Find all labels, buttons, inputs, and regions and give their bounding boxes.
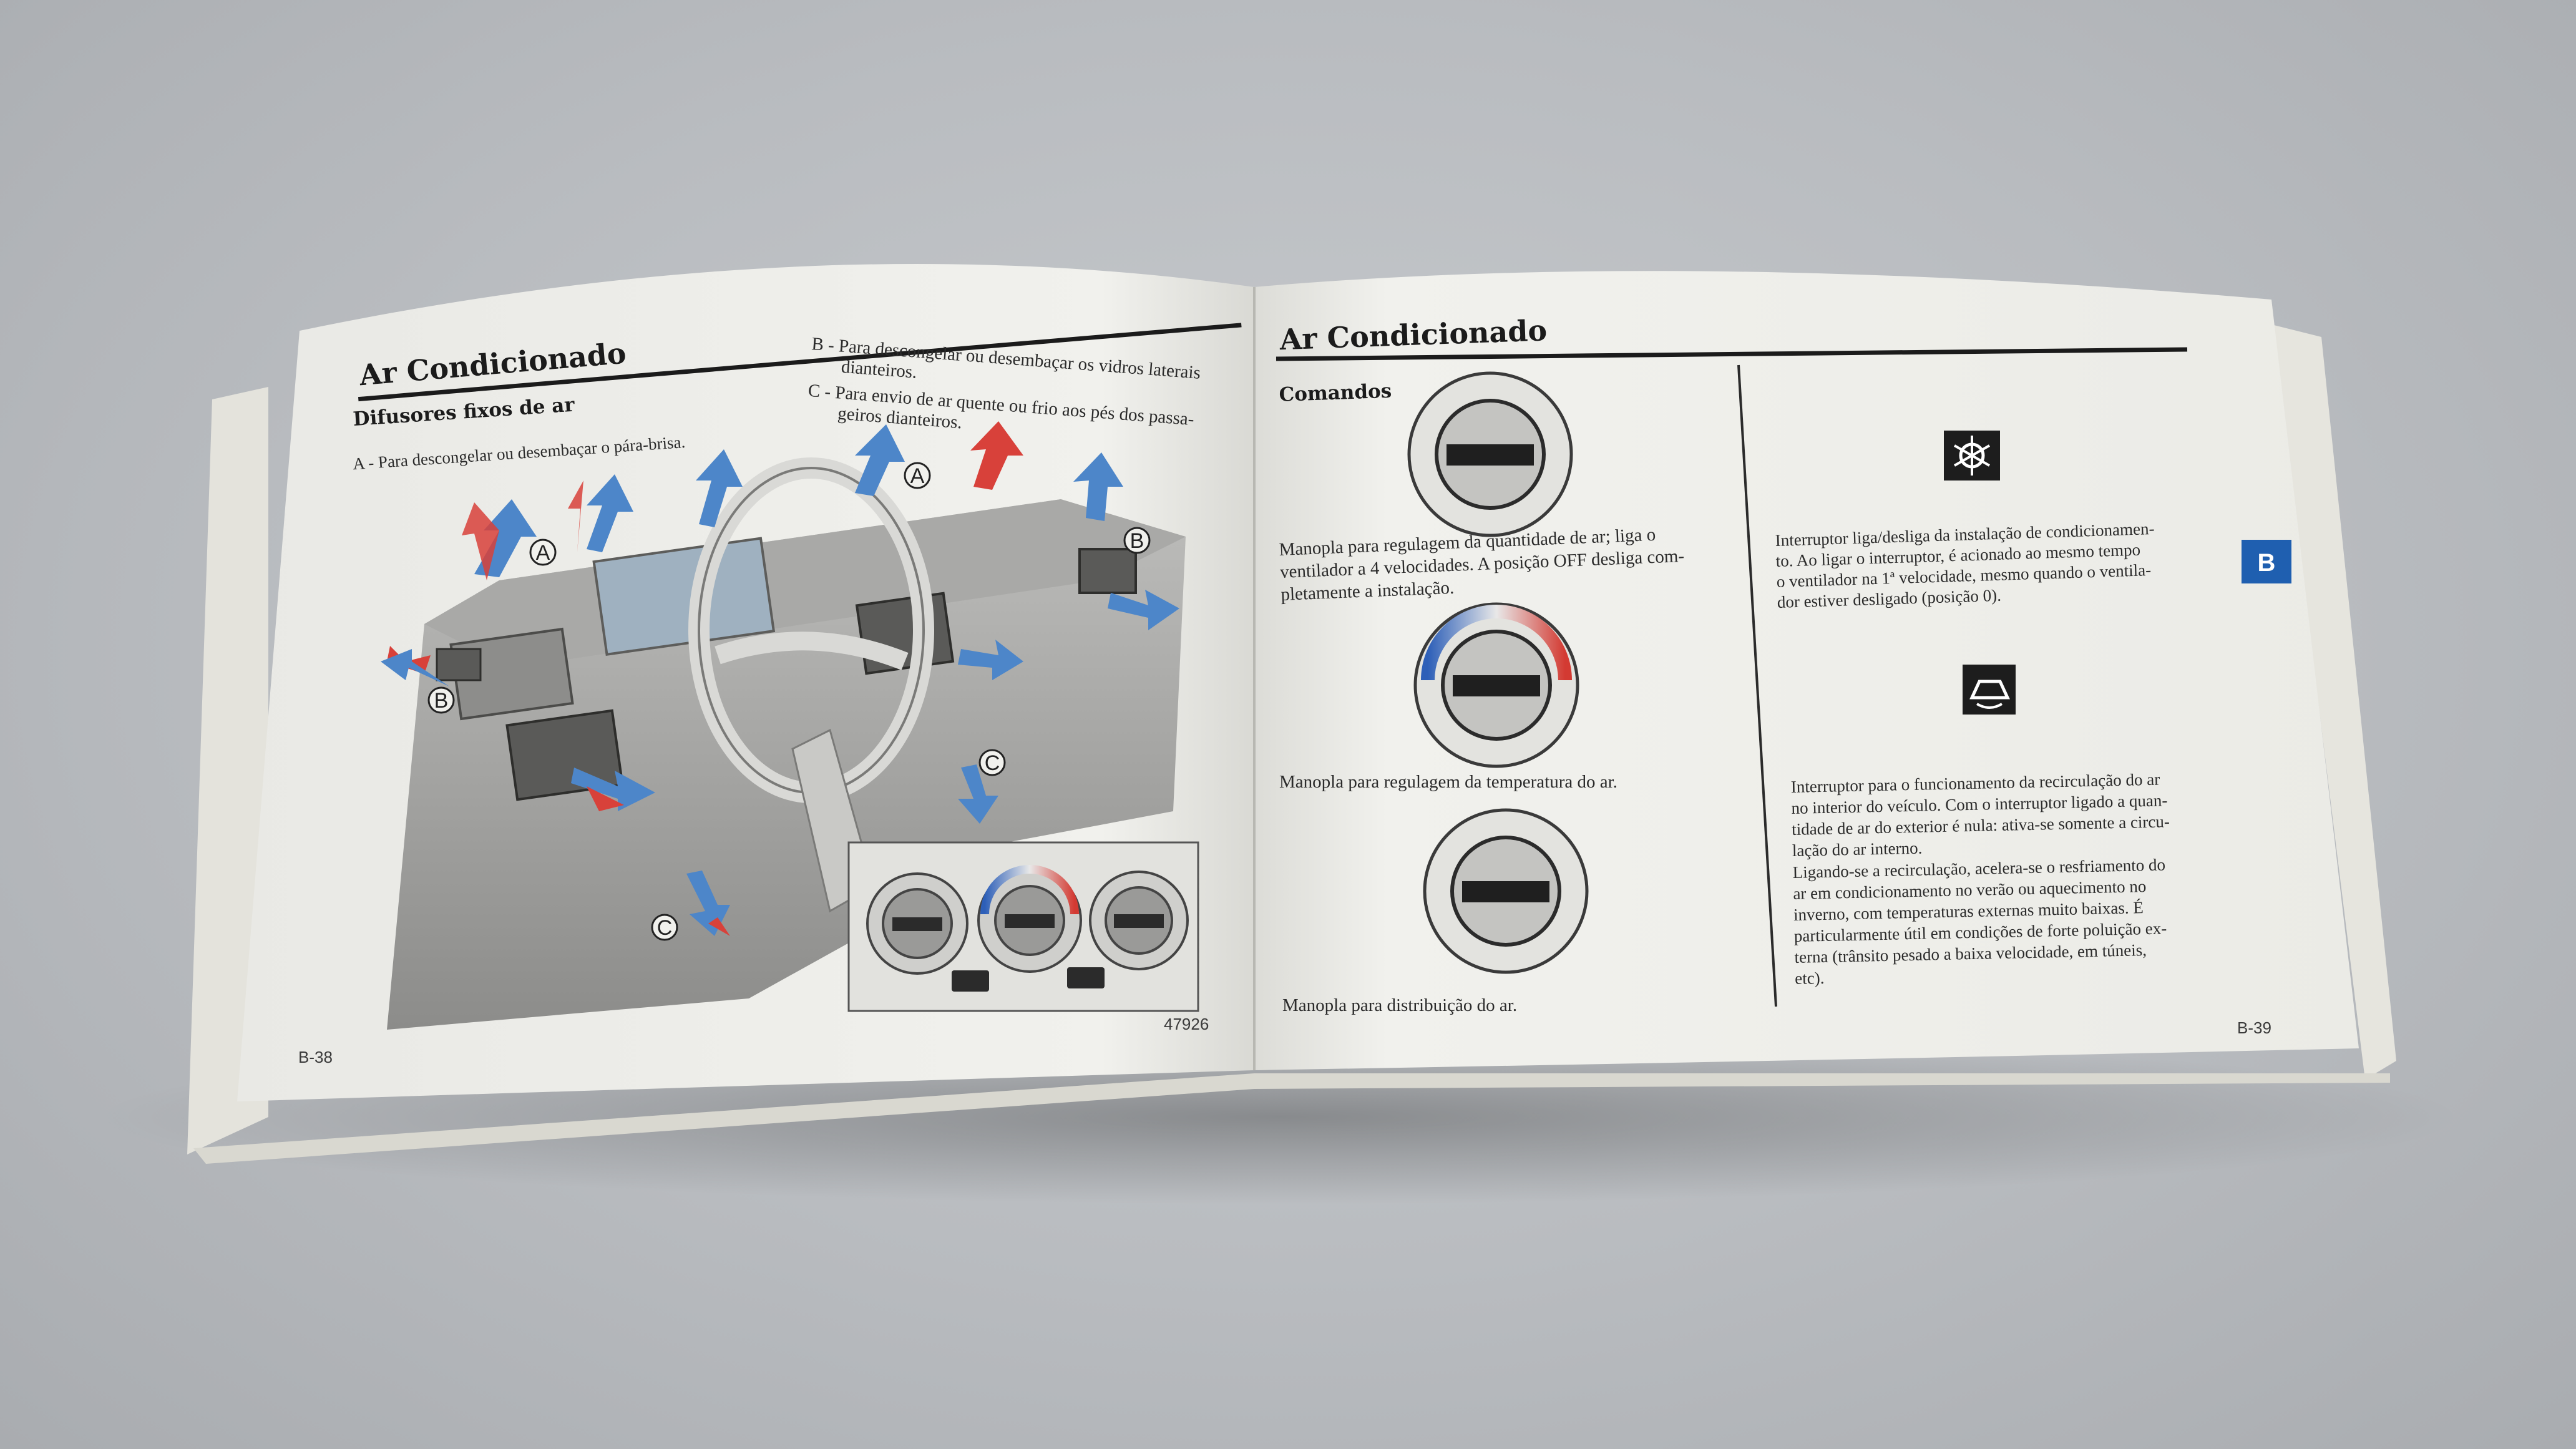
cover-edge — [193, 1073, 2390, 1164]
callout-c-bottom: C — [651, 914, 678, 941]
distribution-knob — [1423, 808, 1589, 974]
fan-speed-knob — [1407, 371, 1573, 537]
side-vent-right — [1078, 548, 1137, 594]
recirc-line4: lação do ar interno. — [1792, 839, 1923, 860]
svg-text:C: C — [985, 751, 1000, 775]
knob2-caption: Manopla para regulagem da temperatura do… — [1279, 772, 1617, 792]
callout-a-left: A — [529, 539, 557, 566]
recirculation-icon — [1963, 665, 2016, 715]
left-page-stack — [187, 387, 268, 1154]
inset-knob-distribution — [1089, 871, 1189, 970]
knob3-caption: Manopla para distribuição do ar. — [1282, 995, 1517, 1015]
snowflake-icon — [1944, 431, 2000, 481]
recirc-line10: etc). — [1795, 968, 1825, 988]
callout-b-right: B — [1123, 527, 1151, 554]
control-panel-inset — [847, 841, 1199, 1012]
temperature-knob — [1413, 602, 1579, 768]
svg-text:B: B — [1130, 529, 1144, 553]
column-divider — [1737, 364, 1777, 1007]
figure-number: 47926 — [1164, 1015, 1209, 1033]
svg-text:A: A — [910, 464, 925, 488]
right-page-stack — [2271, 324, 2396, 1080]
inset-knob-fan — [866, 872, 968, 975]
inset-ac-button — [952, 970, 989, 992]
svg-text:B: B — [2258, 549, 2276, 577]
right-subtitle: Comandos — [1279, 380, 1392, 406]
svg-text:A: A — [536, 541, 550, 565]
dashboard-illustration: A A B B C C — [381, 421, 1199, 1030]
section-tab-b: B — [2242, 540, 2291, 583]
side-vent-left — [436, 648, 482, 681]
steering-spoke — [715, 632, 909, 670]
callout-b-left: B — [427, 686, 455, 714]
right-page-number: B-39 — [2237, 1018, 2271, 1037]
callout-a-right: A — [904, 462, 931, 489]
svg-text:C: C — [657, 916, 673, 940]
inset-recirc-button — [1067, 967, 1105, 988]
left-title-rule — [358, 323, 1242, 402]
airflow-arrows — [381, 421, 1179, 936]
right-title-rule — [1276, 347, 2188, 361]
svg-text:B: B — [434, 689, 449, 713]
callout-c-right: C — [978, 749, 1006, 776]
left-page-number: B-38 — [298, 1048, 333, 1066]
inset-knob-temperature — [977, 865, 1082, 973]
